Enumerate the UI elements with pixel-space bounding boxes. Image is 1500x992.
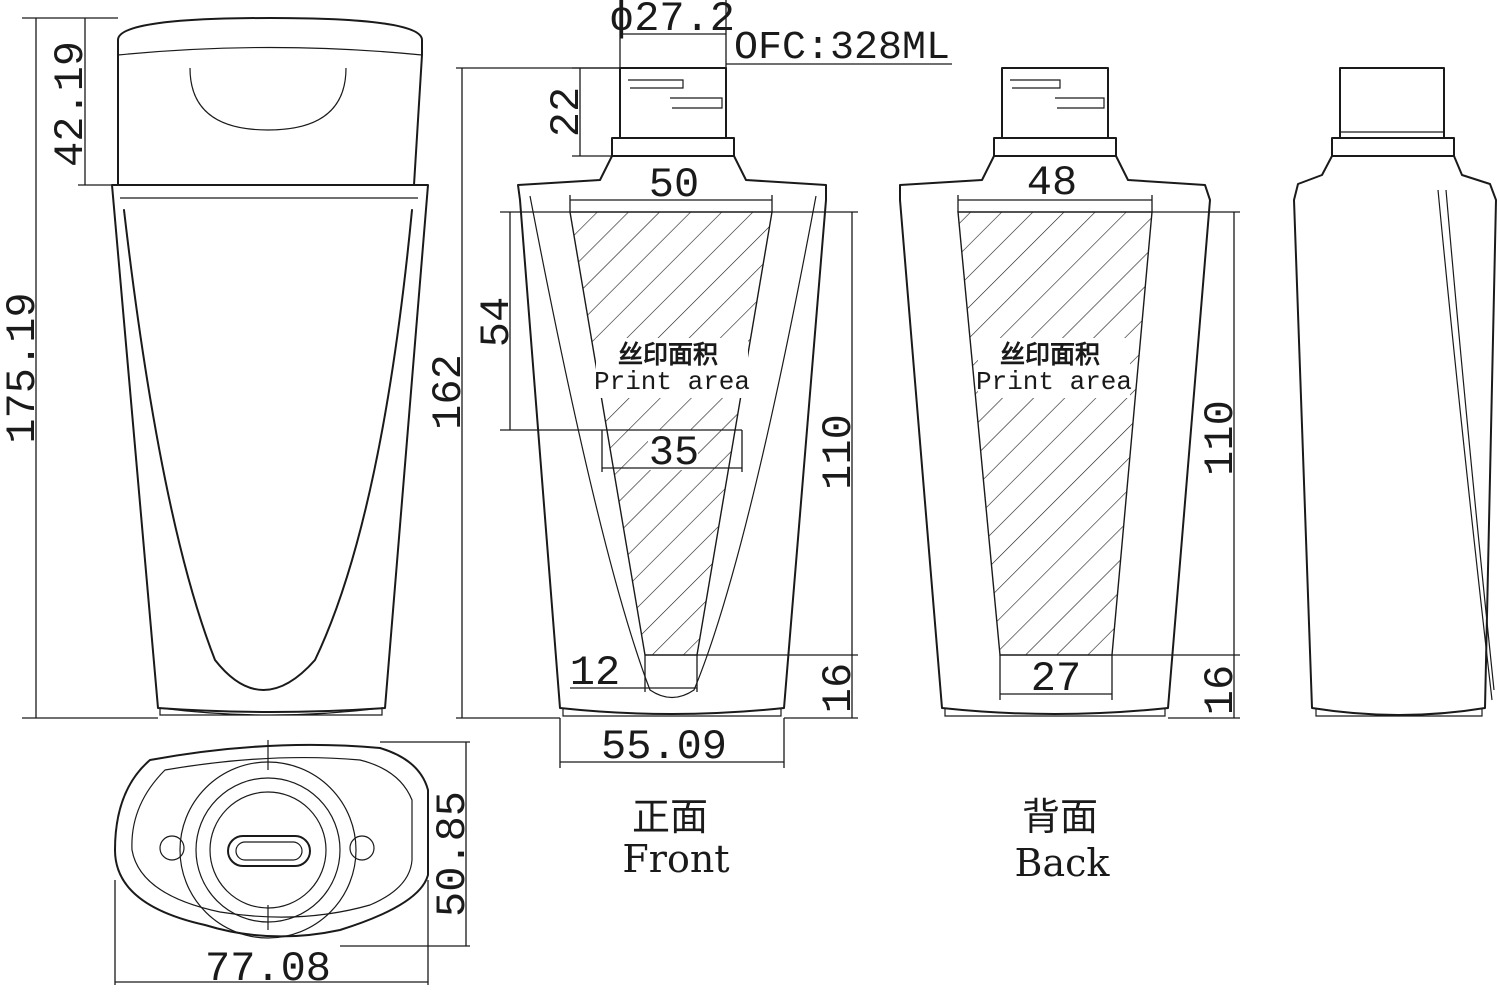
back-print-height-label: 110: [1197, 400, 1245, 476]
back-bottom-offset-label: 16: [1197, 665, 1245, 715]
back-dimensions: 48 110 16 27: [957, 159, 1245, 719]
back-print-area-en: Print area: [976, 367, 1132, 397]
front-bottom-offset-label: 16: [815, 663, 863, 713]
bottom-view: [114, 740, 429, 939]
total-height-label: 175.19: [0, 292, 47, 443]
front-view: 丝印面积 Print area: [517, 67, 827, 717]
back-print-area-zh: 丝印面积: [1000, 340, 1100, 369]
back-top-width-label: 48: [1027, 159, 1077, 207]
capped-dimensions: 42.19 175.19: [0, 17, 158, 719]
front-dimensions: ϕ27.2 OFC:328ML 22 162 50 54 35 110: [425, 0, 952, 771]
cap-height-label: 42.19: [47, 41, 95, 167]
side-view: [1293, 67, 1497, 717]
front-print-area-en: Print area: [594, 367, 750, 397]
back-view: 丝印面积 Print area: [899, 67, 1211, 717]
front-print-mid-width-label: 35: [649, 429, 699, 477]
front-print-upper-label: 54: [473, 297, 521, 347]
front-top-width-label: 50: [649, 161, 699, 209]
neck-diameter-label: ϕ27.2: [609, 0, 735, 43]
back-bottom-width-label: 27: [1031, 655, 1081, 703]
front-label-en: Front: [622, 837, 729, 881]
back-label-en: Back: [1015, 841, 1111, 885]
back-print-area: [957, 211, 1153, 656]
neck-height-label: 22: [543, 87, 591, 137]
bottom-width-label: 77.08: [205, 945, 331, 992]
back-caption: 背面 Back: [1015, 795, 1111, 885]
front-print-area-zh: 丝印面积: [618, 340, 718, 369]
bottom-dimensions: 50.85 77.08: [114, 741, 477, 992]
capacity-label: OFC:328ML: [734, 26, 950, 71]
front-label-zh: 正面: [632, 795, 708, 839]
back-label-zh: 背面: [1022, 795, 1098, 839]
front-bottom-width-label: 12: [570, 649, 620, 697]
front-print-height-label: 110: [815, 414, 863, 490]
front-caption: 正面 Front: [622, 795, 729, 881]
bottom-depth-label: 50.85: [429, 791, 477, 917]
front-base-width-label: 55.09: [601, 723, 727, 771]
body-height-label: 162: [425, 354, 473, 430]
capped-bottle-view: [111, 17, 429, 716]
